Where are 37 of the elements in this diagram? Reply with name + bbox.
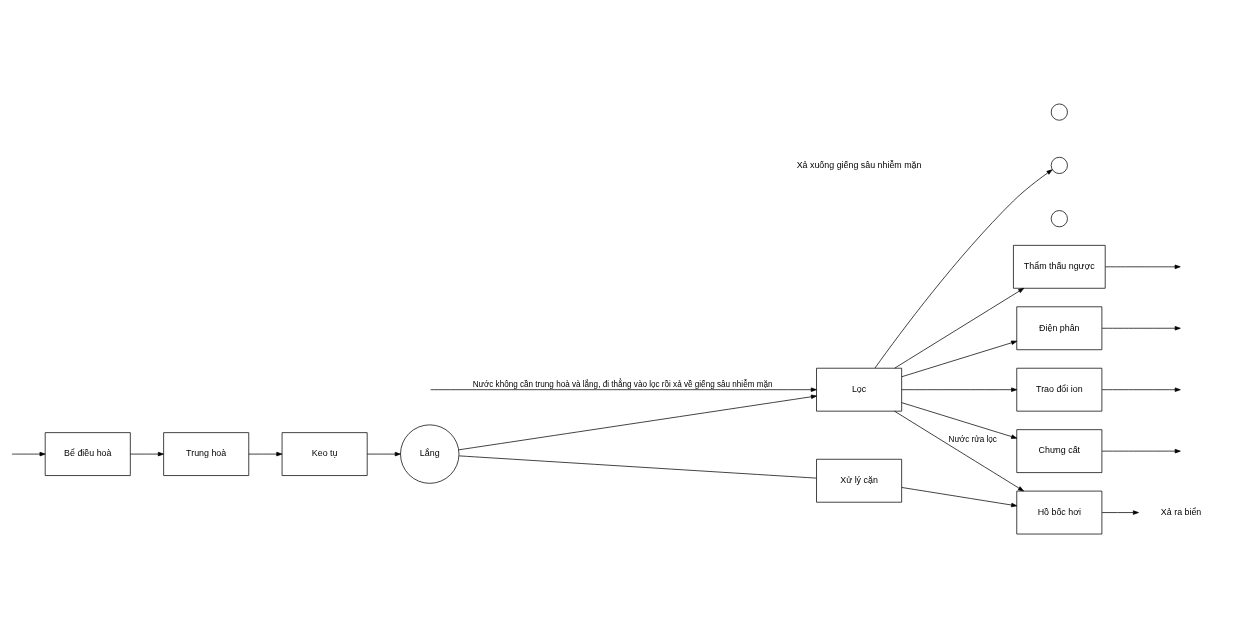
arrow	[894, 410, 1024, 492]
arrow	[894, 287, 1025, 369]
node-box: Trung hoà	[163, 432, 250, 476]
node-circle	[1050, 210, 1068, 228]
node-text: Xả ra biển	[1160, 506, 1202, 517]
node-box: Điện phân	[1016, 306, 1103, 351]
arrow	[901, 387, 1018, 392]
arrow	[1101, 387, 1181, 392]
node-circle: Lắng	[400, 424, 460, 484]
arrow	[248, 451, 283, 457]
arrow	[11, 451, 46, 457]
arrow	[130, 451, 164, 457]
node-box: Lọc	[816, 367, 902, 412]
arrow	[1101, 510, 1139, 515]
node-box: Xử lý cặn	[816, 458, 902, 503]
node-box: Keo tụ	[281, 432, 368, 476]
node-box: Trao đổi ion	[1016, 367, 1103, 412]
arrow	[1101, 326, 1181, 331]
arrow	[874, 169, 1053, 369]
node-circle	[1050, 156, 1068, 174]
node-box: Hồ bốc hơi	[1016, 490, 1103, 535]
node-circle	[1050, 103, 1068, 121]
node-box: Bể điều hoà	[44, 432, 131, 476]
arrow	[901, 340, 1018, 378]
arrow	[458, 394, 817, 451]
node-box: Thẩm thấu ngược	[1013, 245, 1106, 289]
arrow	[1101, 448, 1181, 454]
label: Xả xuống giếng sâu nhiễm mặn	[796, 159, 922, 170]
arrow	[430, 387, 817, 392]
arrow	[366, 451, 401, 457]
arrow	[901, 402, 1018, 439]
arrow	[901, 487, 1018, 508]
edge-label: Nước không cần trung hoà và lắng, đi thẳng vào lọc rồi xả về giếng sâu nhiễm mặn	[472, 380, 773, 390]
node-box: Chưng cất	[1016, 429, 1103, 473]
connector	[458, 455, 817, 479]
arrow	[1105, 264, 1181, 269]
edge-label: Nước rửa lọc	[948, 435, 997, 445]
